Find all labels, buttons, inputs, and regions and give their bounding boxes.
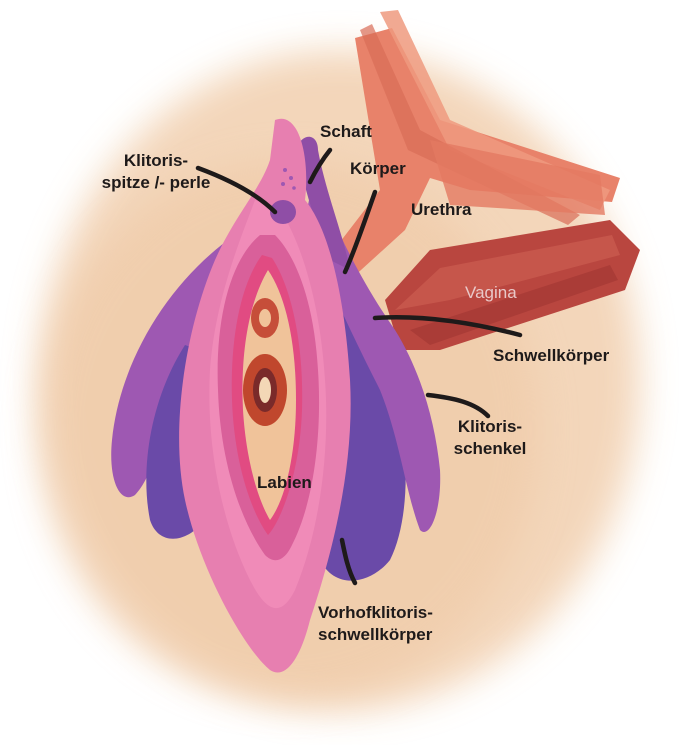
label-klitorisschenkel-line2: schenkel — [440, 438, 540, 460]
label-labien: Labien — [257, 472, 312, 494]
label-klitorisspitze-line2: spitze /- perle — [90, 172, 222, 194]
label-vorhof-line1: Vorhofklitoris- — [318, 602, 433, 624]
label-klitorisschenkel-line1: Klitoris- — [440, 416, 540, 438]
label-schaft: Schaft — [320, 121, 372, 143]
label-schwellkoerper: Schwellkörper — [493, 345, 609, 367]
label-klitorisspitze-line1: Klitoris- — [90, 150, 222, 172]
label-vorhofklitorisschwellkoerper: Vorhofklitoris- schwellkörper — [318, 602, 433, 646]
label-urethra: Urethra — [411, 199, 471, 221]
label-vorhof-line2: schwellkörper — [318, 624, 433, 646]
label-klitorisschenkel: Klitoris- schenkel — [440, 416, 540, 460]
label-klitorisspitze: Klitoris- spitze /- perle — [90, 150, 222, 194]
label-vagina: Vagina — [465, 282, 517, 304]
label-koerper: Körper — [350, 158, 406, 180]
